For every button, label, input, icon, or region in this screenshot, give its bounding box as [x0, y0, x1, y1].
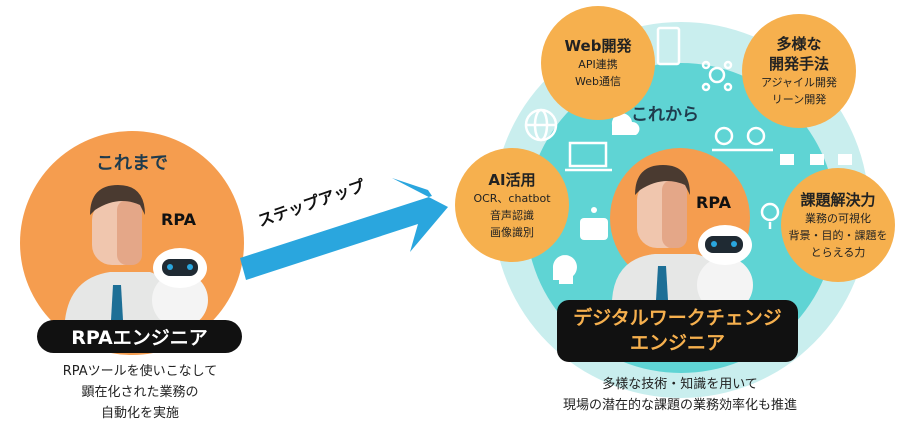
after-description: 多様な技術・知識を用いて 現場の潜在的な課題の業務効率化も推進 — [500, 374, 860, 416]
robot-figure-right — [697, 225, 753, 313]
after-role-label: デジタルワークチェンジ エンジニア — [557, 300, 798, 362]
after-role-line: デジタルワークチェンジ — [573, 307, 782, 329]
skill-title: 課題解決力 — [800, 190, 876, 209]
skill-bubble-problem-solving: 課題解決力 業務の可視化 背景・目的・課題を とらえる力 — [781, 168, 895, 282]
robot-head-icon — [580, 207, 608, 240]
skill-item: API連携 — [578, 58, 618, 71]
skill-bubble-ai: AI活用 OCR、chatbot 音声認識 画像識別 — [455, 148, 569, 262]
after-heading: これから — [631, 105, 699, 125]
before-role-label: RPAエンジニア — [37, 320, 242, 353]
skill-title: 多様な — [776, 35, 822, 53]
step-up-arrow — [240, 178, 448, 280]
before-description-line: RPAツールを使いこなして — [62, 364, 218, 379]
skill-item: リーン開発 — [771, 93, 827, 106]
skill-item: 画像識別 — [490, 225, 534, 239]
before-description: RPAツールを使いこなして 顕在化された業務の 自動化を実施 — [20, 361, 260, 424]
skill-bubble-methods: 多様な 開発手法 アジャイル開発 リーン開発 — [742, 14, 856, 128]
flow-boxes-icon — [780, 154, 852, 165]
robot-figure-left — [152, 248, 208, 328]
laptop-gear-icon — [565, 141, 612, 172]
skill-title: 開発手法 — [768, 55, 829, 73]
cycle-arrows-icon — [712, 126, 773, 152]
before-heading: これまで — [96, 153, 168, 174]
skill-item: 業務の可視化 — [805, 211, 871, 225]
before-description-line: 自動化を実施 — [100, 406, 179, 421]
skill-item: OCR、chatbot — [473, 191, 551, 205]
after-description-line: 現場の潜在的な課題の業務効率化も推進 — [562, 398, 797, 413]
after-role-line: エンジニア — [629, 332, 725, 354]
skill-bubble-web: Web開発 API連携 Web通信 — [541, 6, 655, 120]
before-rpa-label: RPA — [161, 210, 196, 229]
skill-item: 音声認識 — [490, 208, 534, 222]
after-description-line: 多様な技術・知識を用いて — [602, 377, 758, 392]
network-icon — [701, 60, 733, 92]
skill-item: アジャイル開発 — [760, 76, 837, 89]
cloud-icon — [611, 113, 640, 135]
before-description-line: 顕在化された業務の — [81, 385, 199, 400]
ai-head-icon — [552, 255, 577, 284]
skill-title: AI活用 — [488, 170, 536, 189]
smartphone-icon — [656, 26, 681, 66]
skill-item: とらえる力 — [810, 245, 866, 259]
skill-item: Web通信 — [575, 75, 621, 88]
skill-item: 背景・目的・課題を — [788, 228, 888, 242]
globe-icon — [524, 108, 558, 142]
after-rpa-label: RPA — [696, 193, 731, 212]
skill-title: Web開発 — [564, 37, 632, 55]
engineer-figure-left — [65, 185, 180, 320]
lightbulb-icon — [760, 202, 780, 229]
